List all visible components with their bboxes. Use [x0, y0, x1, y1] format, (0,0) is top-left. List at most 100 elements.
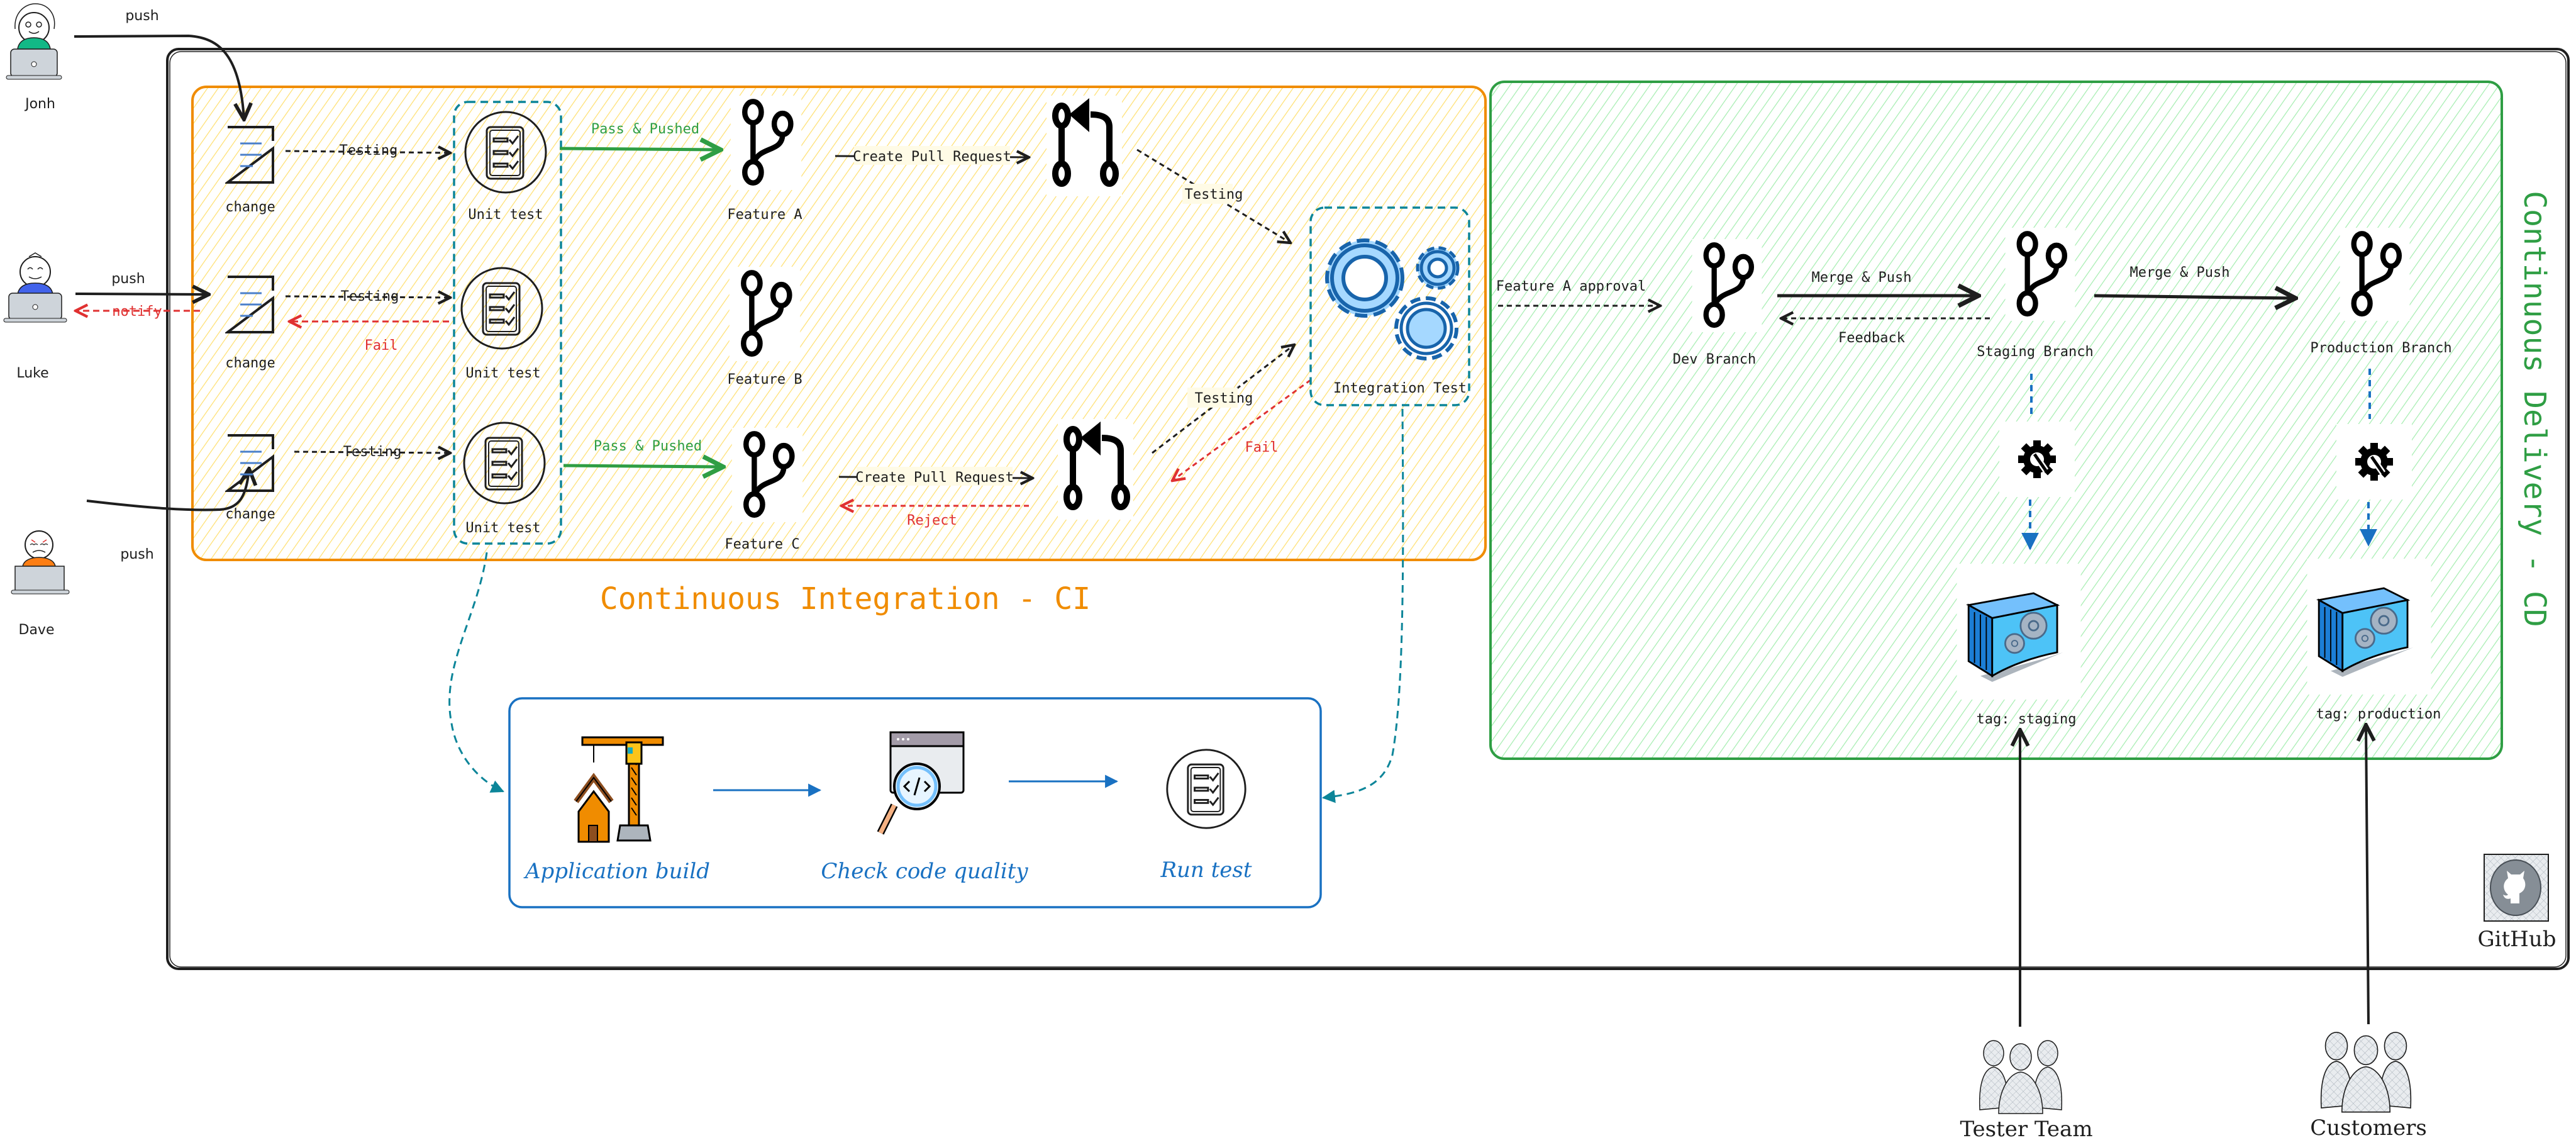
- feature-branch-a[interactable]: Feature A: [727, 96, 802, 223]
- change-label: change: [225, 355, 275, 371]
- unit-test-label: Unit test: [465, 366, 540, 381]
- crane-house-icon: [574, 736, 664, 843]
- integration-test-label: Integration Test: [1333, 381, 1467, 396]
- testing-arrow-pr-c: Testing: [1152, 345, 1294, 454]
- gears-icon: [1325, 238, 1460, 360]
- container-production[interactable]: tag: production: [2306, 559, 2441, 722]
- notify-label: notify: [112, 304, 162, 320]
- feedback-label: Feedback: [1838, 330, 1905, 346]
- pass-arrow-1: Pass & Pushed: [559, 121, 721, 150]
- approval-arrow: Feature A approval: [1496, 279, 1660, 306]
- github-label: GitHub: [2477, 927, 2556, 952]
- staging-branch[interactable]: Staging Branch: [1977, 228, 2094, 360]
- feedback-arrow: Feedback: [1781, 318, 1990, 346]
- build-tool-icon[interactable]: [2336, 424, 2412, 500]
- group-icon: [1979, 1040, 2063, 1114]
- developer-avatar-icon: [11, 530, 70, 595]
- change-doc-2[interactable]: change: [225, 276, 275, 371]
- build-tool-icon[interactable]: [1999, 422, 2075, 497]
- unit-test-2[interactable]: Unit test: [460, 267, 543, 381]
- fail-label: Fail: [365, 338, 398, 354]
- developer-avatar-icon: [3, 252, 67, 323]
- push-arrow-jonh: push: [74, 8, 244, 120]
- pull-request-label: Create Pull Request: [855, 470, 1014, 486]
- docker-container-icon: [1955, 564, 2082, 700]
- change-label: change: [225, 506, 275, 522]
- developer-name: Luke: [16, 366, 48, 381]
- pass-label: Pass & Pushed: [591, 121, 699, 137]
- ci-title: Continuous Integration - CI: [600, 581, 1091, 617]
- unit-test-label: Unit test: [468, 207, 543, 223]
- git-branch-icon: [730, 267, 801, 361]
- unit-test-3[interactable]: Unit test: [463, 422, 546, 536]
- git-branch-icon: [731, 96, 802, 190]
- merge-label: Merge & Push: [2130, 265, 2230, 281]
- testing-label: Testing: [1195, 391, 1253, 406]
- reject-label: Reject: [907, 513, 957, 528]
- developer-name: Dave: [19, 622, 55, 638]
- pipeline-step-label: Application build: [523, 859, 710, 884]
- customers: Customers: [2310, 725, 2427, 1141]
- consumer-label: Customers: [2310, 1115, 2427, 1141]
- pipeline-step-run-test[interactable]: Run test: [1160, 749, 1252, 883]
- consumer-label: Tester Team: [1960, 1117, 2092, 1142]
- push-label: push: [111, 271, 145, 287]
- git-branch-icon: [1692, 239, 1762, 332]
- pull-request-arrow-c: Create Pull Request: [838, 467, 1033, 486]
- push-label: push: [125, 8, 158, 24]
- integration-to-pipeline-connector: [1321, 408, 1404, 803]
- testing-arrow-2: Testing: [285, 289, 450, 304]
- pass-arrow-3: Pass & Pushed: [563, 438, 723, 467]
- git-branch-icon: [2340, 228, 2410, 321]
- production-branch[interactable]: Production Branch: [2310, 228, 2452, 356]
- git-branch-icon: [732, 428, 803, 522]
- cd-title: Continuous Delivery - CD: [2517, 191, 2552, 627]
- fail-label: Fail: [1245, 440, 1279, 455]
- dev-branch[interactable]: Dev Branch: [1673, 239, 1762, 367]
- push-arrow-luke: push: [75, 271, 209, 294]
- feature-branch-b[interactable]: Feature B: [727, 267, 802, 388]
- feature-label: Feature C: [724, 537, 799, 552]
- notify-arrow-luke: notify: [75, 303, 200, 320]
- unit-test-group: [453, 101, 562, 545]
- container-staging[interactable]: tag: staging: [1955, 564, 2082, 727]
- group-icon: [2320, 1032, 2412, 1113]
- git-branch-icon: [2006, 228, 2075, 321]
- unit-test-label: Unit test: [465, 520, 540, 536]
- merge-arrow-staging-production: Merge & Push: [2094, 265, 2296, 298]
- container-tag-label: tag: production: [2316, 707, 2441, 722]
- branch-label: Production Branch: [2310, 340, 2451, 356]
- unit-test-1[interactable]: Unit test: [464, 111, 547, 223]
- merge-label: Merge & Push: [1812, 270, 1912, 286]
- github-badge[interactable]: GitHub: [2477, 854, 2557, 952]
- unit-test-to-pipeline-connector: [448, 552, 504, 793]
- tester-team: Tester Team: [1960, 730, 2093, 1142]
- pipeline-step-label: Run test: [1160, 857, 1252, 883]
- change-doc-3[interactable]: change: [225, 434, 275, 522]
- feature-branch-c[interactable]: Feature C: [724, 428, 802, 552]
- integration-test[interactable]: Integration Test: [1309, 206, 1470, 406]
- pipeline-step-build[interactable]: Application build: [523, 736, 710, 884]
- change-doc-1[interactable]: change: [225, 126, 275, 215]
- approval-label: Feature A approval: [1496, 279, 1646, 294]
- push-arrow-dave: push: [86, 469, 249, 562]
- testing-label: Testing: [1185, 187, 1243, 203]
- branch-label: Staging Branch: [1977, 344, 2093, 360]
- feature-label: Feature B: [727, 372, 802, 388]
- reject-arrow: Reject: [841, 506, 1029, 528]
- fail-arrow-integration: Fail: [1172, 379, 1311, 481]
- push-label: push: [120, 547, 153, 562]
- testing-arrow-1: Testing: [285, 143, 450, 159]
- pull-request-arrow-a: Create Pull Request: [835, 146, 1029, 165]
- feature-label: Feature A: [727, 207, 802, 223]
- branch-label: Dev Branch: [1673, 352, 1756, 367]
- pipeline-step-label: Check code quality: [821, 859, 1028, 884]
- change-label: change: [225, 199, 275, 215]
- pipeline-step-quality[interactable]: Check code quality: [821, 731, 1028, 884]
- developer-luke: Luke: [3, 252, 67, 381]
- testing-label: Testing: [343, 444, 402, 460]
- pull-request-icon-c[interactable]: [1058, 419, 1133, 520]
- pull-request-icon-a[interactable]: [1046, 96, 1122, 196]
- testing-arrow-pr-a: Testing: [1136, 148, 1291, 243]
